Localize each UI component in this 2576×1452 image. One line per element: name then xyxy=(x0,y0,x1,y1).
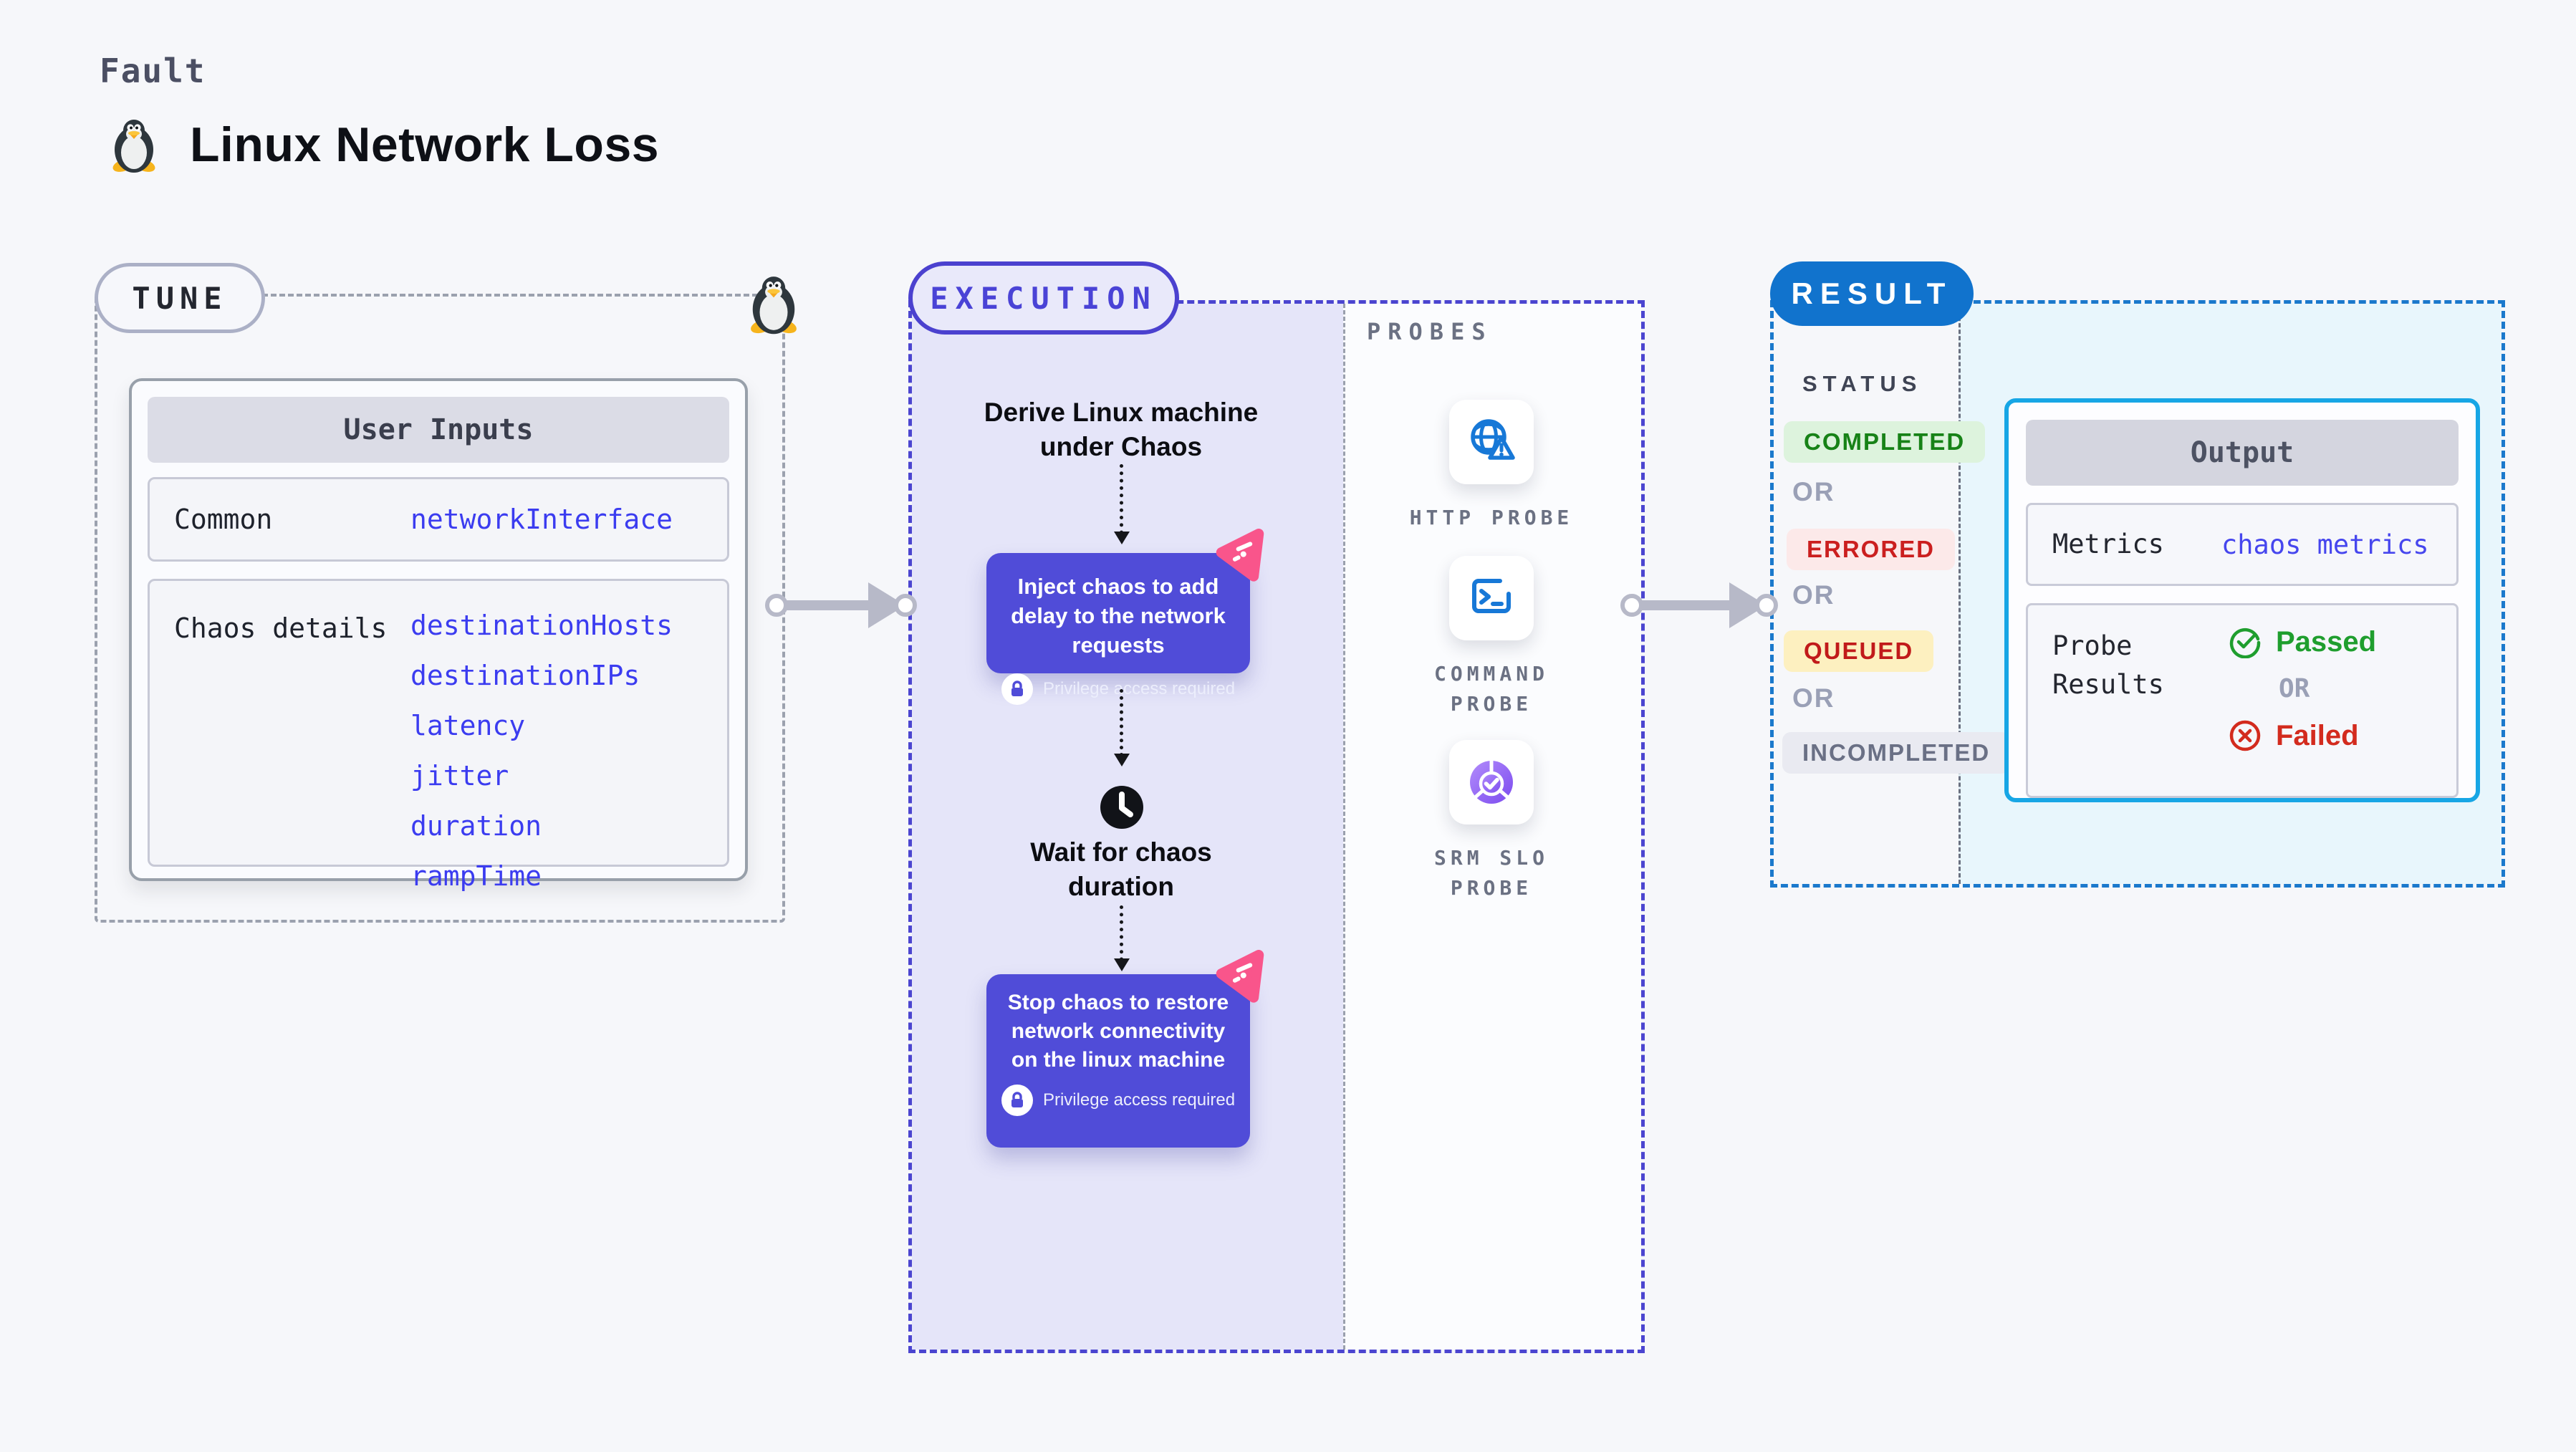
dotted-arrow-icon xyxy=(1114,689,1130,766)
status-column-title: STATUS xyxy=(1802,371,1923,396)
privilege-note: Privilege access required xyxy=(1042,678,1236,698)
tux-linux-icon xyxy=(111,120,157,175)
user-inputs-row-common: Common networkInterface xyxy=(148,477,729,562)
stop-chaos-node: Stop chaos to restore network connectivi… xyxy=(986,974,1250,1148)
privilege-note: Privilege access required xyxy=(1042,1090,1236,1110)
row-label: Common xyxy=(174,504,273,535)
probe-label: COMMAND PROBE xyxy=(1433,662,1549,716)
status-badge-queued: QUEUED xyxy=(1784,630,1934,672)
page-kicker: Fault xyxy=(100,52,206,90)
derive-step-text: Derive Linux machine under Chaos xyxy=(984,398,1259,462)
status-badge-incompleted: INCOMPLETED xyxy=(1782,732,2011,774)
page-header: Linux Network Loss xyxy=(100,107,659,182)
probe-result-passed: Passed xyxy=(2229,625,2456,658)
output-title: Output xyxy=(2026,420,2459,486)
or-separator: OR xyxy=(1792,683,1835,713)
param-destination-ips: destinationIPs xyxy=(410,660,640,691)
command-probe: COMMAND PROBE xyxy=(1398,556,1585,719)
param-ramp-time: rampTime xyxy=(410,860,542,892)
x-circle-icon xyxy=(2229,720,2261,751)
tux-on-border-icon xyxy=(749,277,799,336)
http-probe: HTTP PROBE xyxy=(1398,400,1585,533)
param-destination-hosts: destinationHosts xyxy=(410,610,673,641)
probe-label: SRM SLO PROBE xyxy=(1433,846,1549,900)
or-separator: OR xyxy=(1792,477,1835,506)
slo-pie-check-icon xyxy=(1470,761,1513,804)
execution-probes-divider xyxy=(1343,304,1345,1350)
param-duration: duration xyxy=(410,810,542,842)
stop-chaos-text: Stop chaos to restore network connectivi… xyxy=(1007,991,1229,1072)
chaos-experiment-badge-icon xyxy=(1213,529,1267,583)
or-separator: OR xyxy=(1792,580,1835,610)
dotted-arrow-icon xyxy=(1114,464,1130,544)
check-circle-icon xyxy=(2229,628,2261,658)
probes-to-result-arrow xyxy=(1620,577,1778,634)
inject-chaos-text: Inject chaos to add delay to the network… xyxy=(1011,574,1226,658)
output-probe-results-row: Probe Results Passed OR Failed xyxy=(2026,603,2459,798)
probe-card xyxy=(1449,400,1534,484)
user-inputs-row-chaos-details: Chaos details destinationHosts destinati… xyxy=(148,579,729,892)
failed-label: Failed xyxy=(2276,719,2359,751)
status-badge-errored: ERRORED xyxy=(1787,529,1956,570)
metrics-value: chaos metrics xyxy=(2221,529,2429,560)
status-output-divider xyxy=(1959,304,1961,884)
or-separator: OR xyxy=(2279,674,2310,703)
lock-icon xyxy=(1001,1084,1033,1116)
srm-slo-probe: SRM SLO PROBE xyxy=(1398,740,1585,903)
clock-icon xyxy=(1100,786,1143,829)
user-inputs-title: User Inputs xyxy=(148,397,729,463)
param-latency: latency xyxy=(410,710,526,741)
tune-section-pill: TUNE xyxy=(95,263,265,333)
probe-label: HTTP PROBE xyxy=(1409,506,1574,529)
wait-step-text: Wait for chaos duration xyxy=(1030,837,1212,902)
param-jitter: jitter xyxy=(410,760,509,792)
param-network-interface: networkInterface xyxy=(410,504,673,535)
probe-card xyxy=(1449,740,1534,824)
row-label: Chaos details xyxy=(174,612,388,644)
probe-results-label: Probe Results xyxy=(2052,630,2164,700)
output-metrics-row: Metrics chaos metrics xyxy=(2026,503,2459,586)
page-title: Linux Network Loss xyxy=(190,117,660,172)
execution-section-pill: EXECUTION xyxy=(908,261,1179,335)
probe-card xyxy=(1449,556,1534,640)
status-badge-completed: COMPLETED xyxy=(1784,421,1986,463)
inject-chaos-node: Inject chaos to add delay to the network… xyxy=(986,553,1250,705)
tune-to-execution-arrow xyxy=(765,577,917,634)
dotted-arrow-icon xyxy=(1114,905,1130,971)
lock-icon xyxy=(1001,673,1033,705)
passed-label: Passed xyxy=(2276,625,2377,658)
globe-warning-icon xyxy=(1471,419,1515,460)
output-card: Output Metrics chaos metrics Probe Resul… xyxy=(2004,398,2480,802)
user-inputs-card: User Inputs Common networkInterface Chao… xyxy=(129,378,748,892)
terminal-icon xyxy=(1472,579,1511,613)
probe-result-failed: Failed xyxy=(2229,719,2456,752)
probes-lane-title: PROBES xyxy=(1367,318,1493,345)
result-section-pill: RESULT xyxy=(1770,261,1974,326)
chaos-experiment-badge-icon xyxy=(1213,950,1267,1004)
metrics-label: Metrics xyxy=(2052,529,2164,560)
